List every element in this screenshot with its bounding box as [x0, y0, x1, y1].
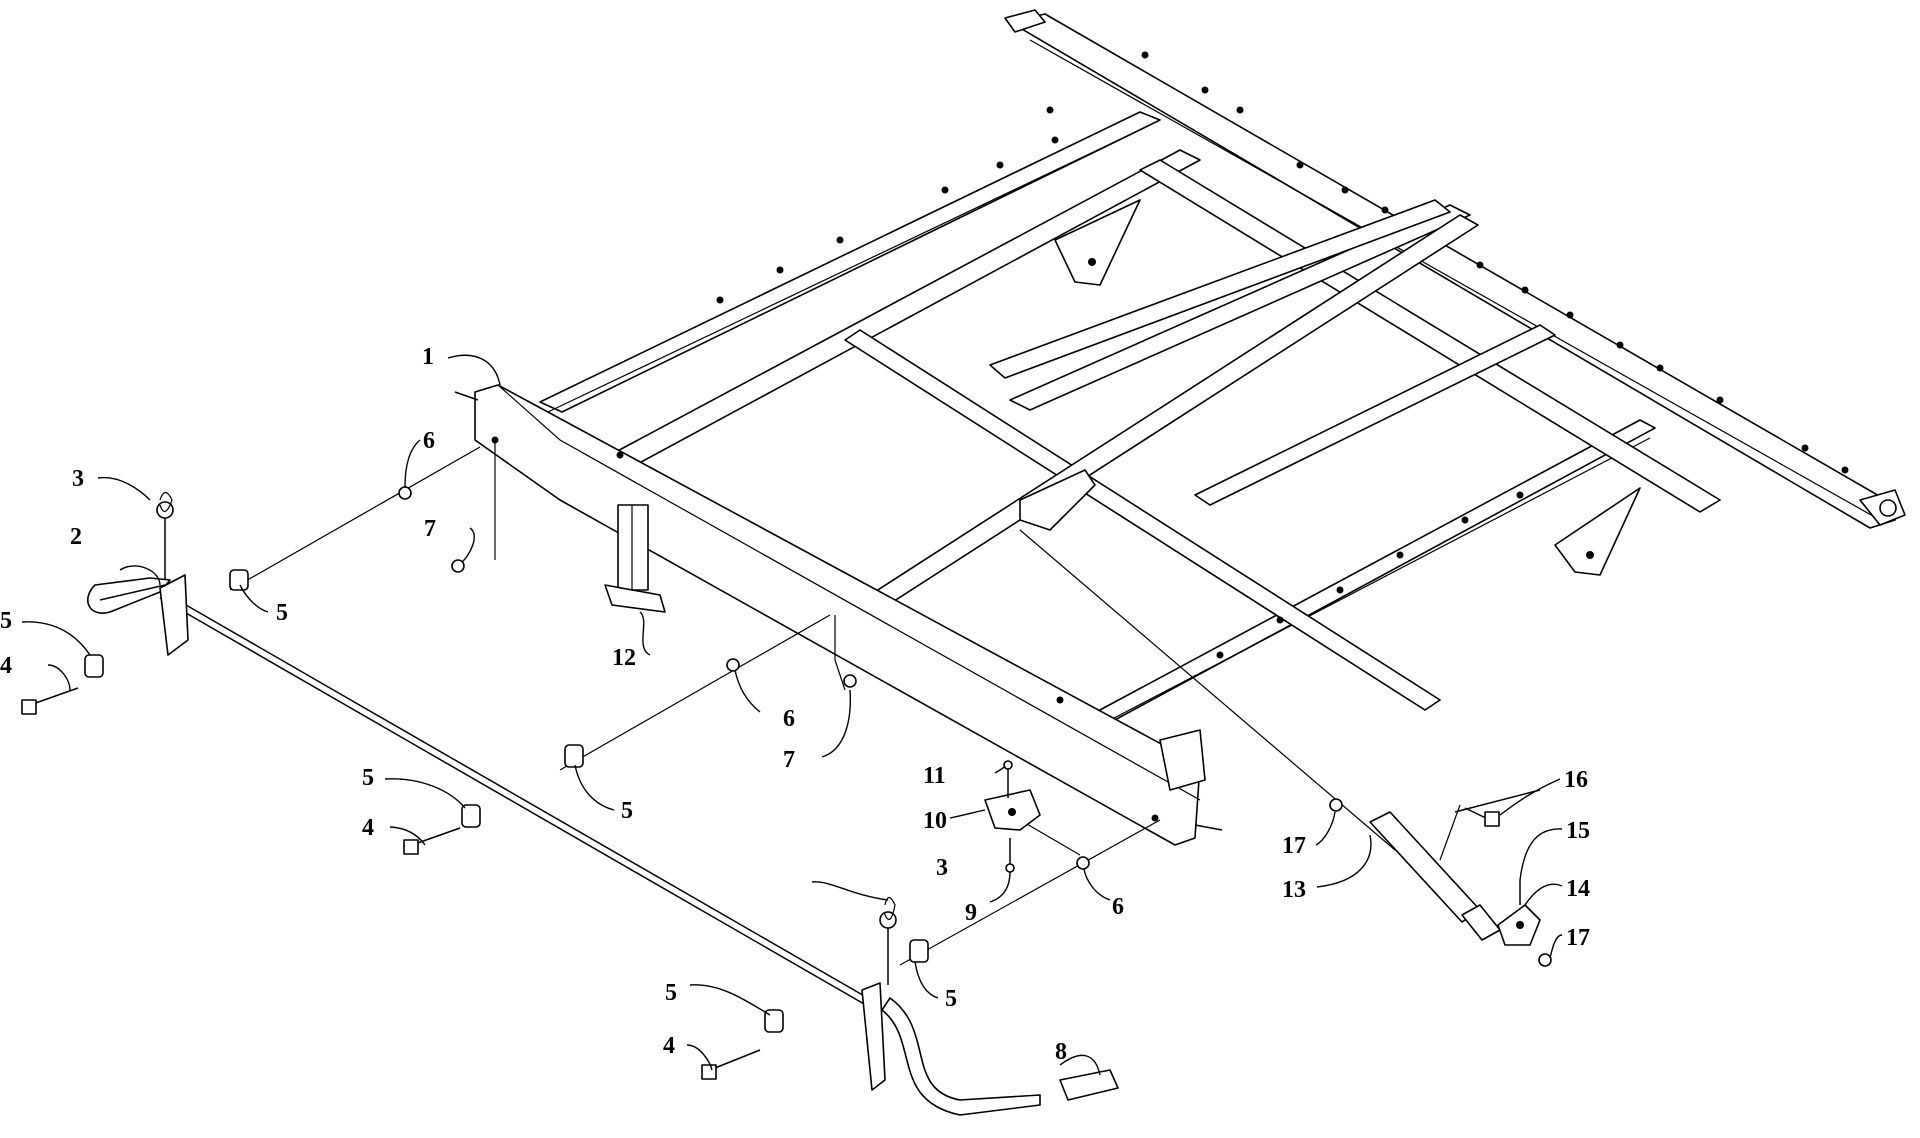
callout-4: 4 — [362, 815, 374, 841]
callout-5: 5 — [362, 765, 374, 791]
callout-12: 12 — [612, 645, 636, 671]
callout-5: 5 — [665, 980, 677, 1006]
callout-5: 5 — [0, 608, 12, 634]
callout-6: 6 — [423, 428, 435, 454]
callout-2: 2 — [70, 524, 82, 550]
callout-14: 14 — [1566, 876, 1590, 902]
frame-holes — [491, 51, 1849, 822]
callout-6: 6 — [783, 706, 795, 732]
leader-lines — [21, 354, 1563, 1076]
callout-6: 6 — [1112, 894, 1124, 920]
callout-13: 13 — [1282, 877, 1306, 903]
callout-11: 11 — [923, 763, 946, 789]
left-handle — [87, 491, 189, 656]
callout-16: 16 — [1564, 767, 1588, 793]
right-handle — [861, 896, 1119, 1116]
callout-5: 5 — [945, 986, 957, 1012]
callout-labels: 1 2 3 3 4 4 4 5 5 5 5 5 5 6 6 6 7 7 8 9 … — [0, 344, 1590, 1065]
callout-1: 1 — [422, 344, 434, 370]
cross-shaft — [159, 440, 1461, 1013]
callout-5: 5 — [621, 798, 633, 824]
callout-3: 3 — [72, 466, 84, 492]
callout-9: 9 — [965, 900, 977, 926]
callout-7: 7 — [783, 747, 795, 773]
small-parts — [21, 486, 1552, 1080]
callout-10: 10 — [923, 808, 947, 834]
callout-4: 4 — [0, 653, 12, 679]
callout-15: 15 — [1566, 818, 1590, 844]
callout-17: 17 — [1566, 925, 1590, 951]
callout-3: 3 — [936, 855, 948, 881]
main-frame — [454, 9, 1906, 846]
callout-17: 17 — [1282, 833, 1306, 859]
callout-4: 4 — [663, 1033, 675, 1059]
callout-5: 5 — [276, 600, 288, 626]
callout-7: 7 — [424, 516, 436, 542]
callout-8: 8 — [1055, 1039, 1067, 1065]
